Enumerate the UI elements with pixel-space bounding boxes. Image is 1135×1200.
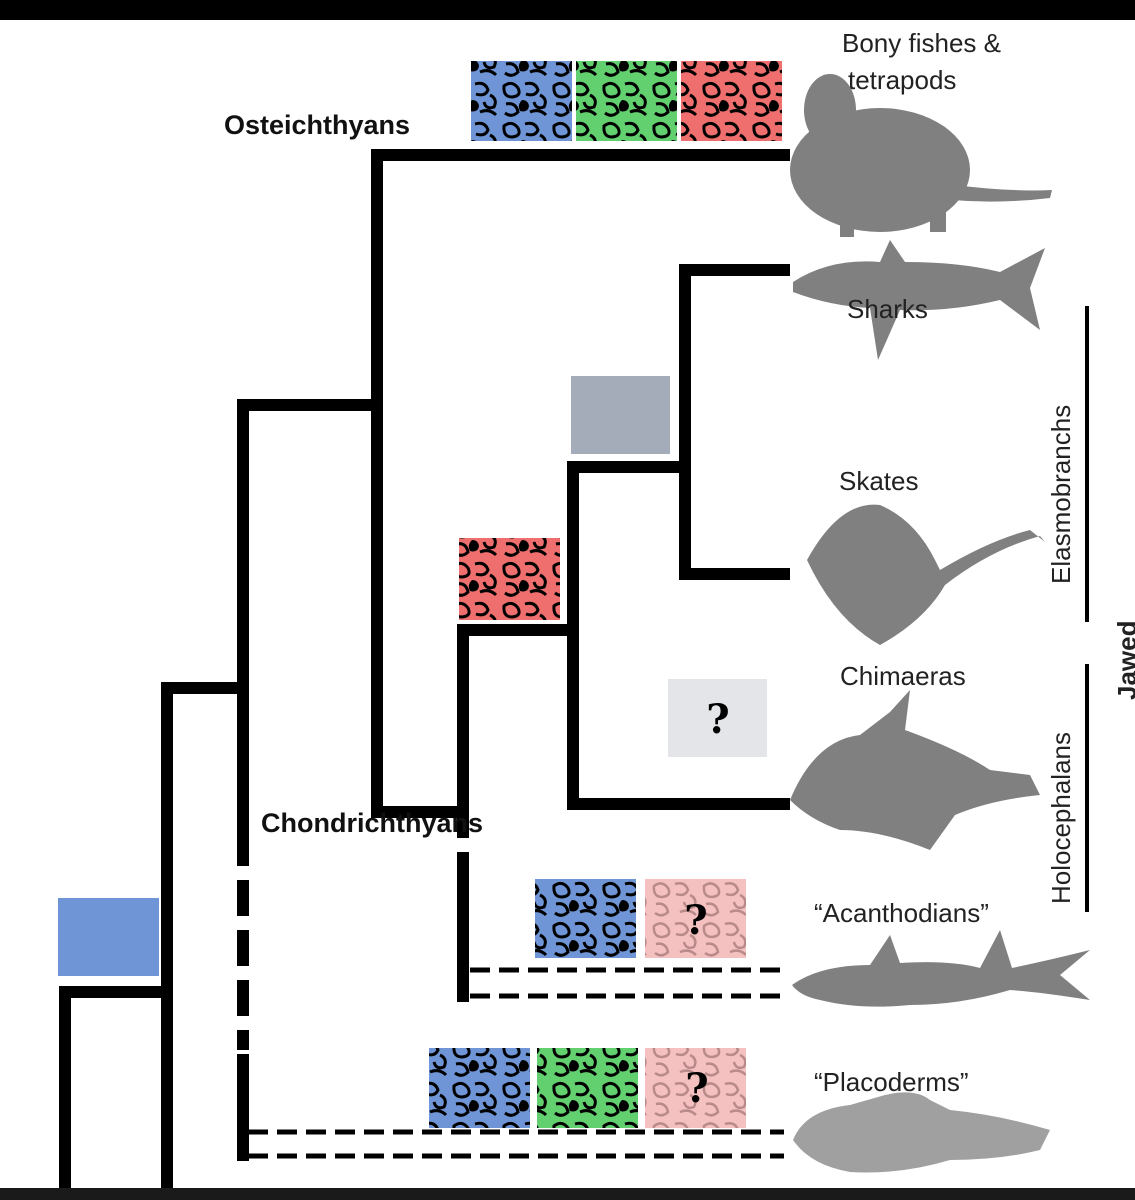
tile-chondrichthyans-red	[459, 538, 560, 620]
mouse-silhouette	[790, 74, 1052, 237]
taxon-label-chimaeras: Chimaeras	[840, 661, 966, 691]
clade-label-osteichthyans: Osteichthyans	[224, 110, 411, 140]
silhouettes	[790, 74, 1090, 1173]
tile-elasmobranch-gray	[571, 376, 670, 454]
unknown-mark-chimaera: ?	[706, 696, 729, 743]
bottom-bar	[0, 1188, 1135, 1200]
branch-osteichthyans	[371, 149, 790, 818]
tile-jawed-blue-plain	[58, 898, 159, 976]
placoderm-silhouette	[793, 1092, 1050, 1173]
shark-silhouette	[793, 240, 1045, 360]
group-label-holocephalans: Holocephalans	[1046, 731, 1076, 904]
clade-label-chondrichthyans: Chondrichthyans	[261, 808, 484, 838]
branch-crown-node	[237, 399, 383, 836]
branch-sharks	[679, 264, 790, 473]
unknown-mark-acanthodians: ?	[684, 897, 707, 944]
tile-osteichthyans-red	[681, 61, 782, 141]
chimaera-silhouette	[790, 690, 1040, 850]
tile-placoderms-pink	[645, 1048, 746, 1128]
tile-placoderms-green	[537, 1048, 638, 1128]
top-bar	[0, 0, 1135, 20]
unknown-mark-placoderms: ?	[685, 1065, 708, 1112]
tile-placoderms-blue	[429, 1048, 530, 1128]
acanthodian-silhouette	[792, 930, 1090, 1007]
tooth-tiles	[58, 61, 782, 1128]
branch-chondrichthyans	[371, 624, 579, 818]
group-label-elasmobranchs: Elasmobranchs	[1046, 404, 1076, 584]
taxon-label-acanthodians: “Acanthodians”	[814, 898, 989, 928]
group-label-jawed: Jawed	[1112, 620, 1135, 701]
tree-branches	[59, 149, 790, 1194]
taxon-label-placoderms: “Placoderms”	[814, 1067, 969, 1097]
tree-dashed-branches	[161, 812, 784, 1188]
branch-elasmobranch-stem	[567, 461, 691, 636]
taxon-label-skates: Skates	[839, 466, 919, 496]
tile-acanthodians-pink	[645, 879, 746, 958]
tile-osteichthyans-green	[576, 61, 677, 141]
branch-holocephalan-stem	[567, 624, 790, 810]
branch-jawed-node	[161, 682, 249, 1194]
tile-osteichthyans-blue	[471, 61, 572, 141]
unknown-marks: ? ? ?	[684, 696, 729, 1112]
taxon-label-bony-fishes-line1: Bony fishes &	[842, 28, 1001, 58]
branch-skates	[679, 461, 790, 580]
tile-acanthodians-blue	[535, 879, 636, 958]
branch-root	[59, 986, 173, 1194]
taxon-label-bony-fishes-line2: tetrapods	[848, 65, 957, 95]
taxon-label-sharks: Sharks	[847, 294, 928, 324]
skate-silhouette	[807, 504, 1045, 645]
tile-chimaera-unknown	[668, 679, 767, 757]
